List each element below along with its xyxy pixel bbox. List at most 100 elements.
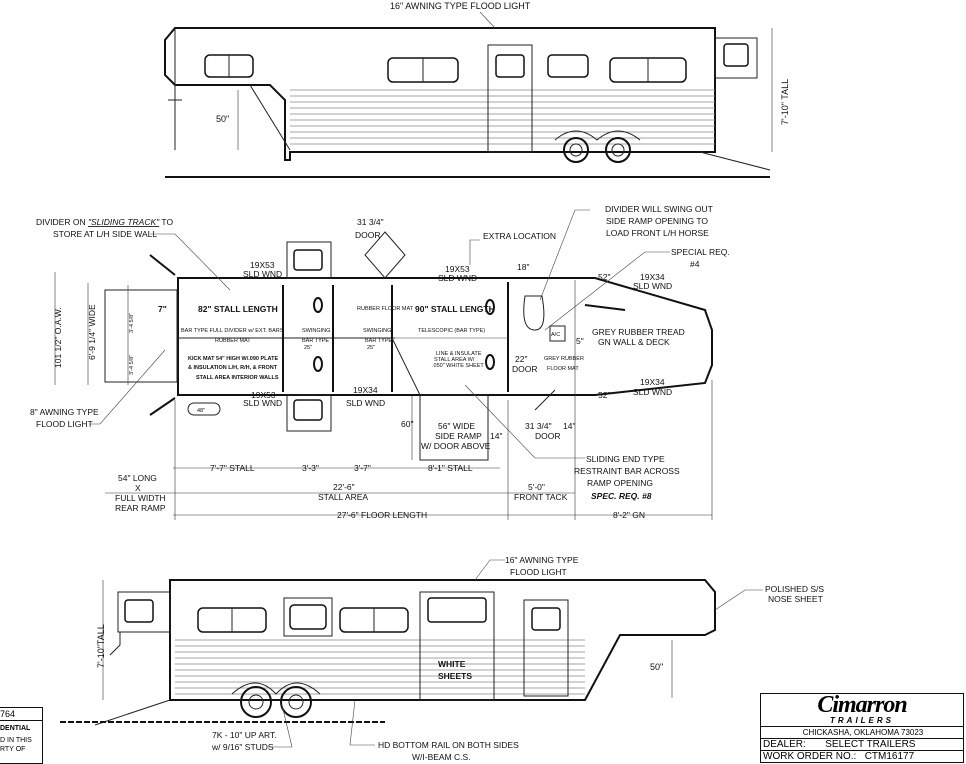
window-label: 19X53 bbox=[251, 390, 276, 400]
special-req-label: SPECIAL REQ. bbox=[671, 247, 730, 257]
dim-label: 60" bbox=[401, 419, 413, 429]
window-label: SLD WND bbox=[438, 273, 477, 283]
grey-mat-note: FLOOR MAT bbox=[547, 366, 579, 372]
insulate-note: STALL AREA W/ bbox=[434, 357, 475, 363]
dim-label: 18" bbox=[517, 262, 529, 272]
kick-mat-note: KICK MAT 54" HIGH W/.090 PLATE bbox=[188, 356, 278, 362]
nose-sheet-note: POLISHED S/S bbox=[765, 584, 824, 594]
swinging-label: SWINGING bbox=[363, 328, 391, 334]
wide-dim: 6'-9 1/4" WIDE bbox=[87, 304, 97, 360]
half-width-dim: 3'-4 5/8" bbox=[129, 355, 135, 375]
awning-note: FLOOD LIGHT bbox=[510, 567, 567, 577]
rubber-mat-label: RUBBER MAT bbox=[215, 338, 251, 344]
title-block: Cimarron TRAILERS CHICKASHA, OKLAHOMA 73… bbox=[760, 693, 964, 763]
confidential-note: RTY OF bbox=[0, 746, 26, 753]
awning-note: 16" AWNING TYPE bbox=[505, 555, 579, 565]
axle-note: 7K - 10" UP ART. bbox=[212, 730, 277, 740]
side-ramp-note: SIDE RAMP bbox=[435, 431, 482, 441]
plan-view: DIVIDER ON "SLIDING TRACK" TO STORE AT L… bbox=[30, 204, 730, 520]
rear-ramp-note: REAR RAMP bbox=[115, 503, 166, 513]
dim-label: 52" bbox=[598, 390, 610, 400]
dealer-value: SELECT TRAILERS bbox=[825, 739, 916, 750]
floor-length-dim: 27'-6" FLOOR LENGTH bbox=[337, 510, 427, 520]
oaw-dim: 101 1/2" O.A.W. bbox=[53, 307, 63, 368]
rail-note: W/I-BEAM C.S. bbox=[412, 752, 471, 762]
divider-label: BAR TYPE FULL DIVIDER w/ EXT. BARS bbox=[181, 328, 284, 334]
rear-ramp-note: FULL WIDTH bbox=[115, 493, 166, 503]
logo-subtext: TRAILERS bbox=[830, 716, 894, 725]
rear-ramp-note: X bbox=[135, 483, 141, 493]
dealer-row: DEALER: SELECT TRAILERS bbox=[761, 739, 963, 751]
door-label: DOOR bbox=[355, 230, 381, 240]
axle-note: w/ 9/16" STUDS bbox=[211, 742, 274, 752]
door-dim: 31 3/4" bbox=[525, 421, 552, 431]
bottom-elevation-view: WHITE SHEETS 7'-10"TALL 50" 16" AWNING T… bbox=[60, 555, 824, 762]
insulate-note: .050" WHITE SHEET bbox=[432, 363, 484, 369]
cimarron-logo: Cimarron TRAILERS bbox=[761, 694, 963, 727]
window-label: 19X53 bbox=[250, 260, 275, 270]
stall-dim: 8'-1" STALL bbox=[428, 463, 473, 473]
nose-sheet-note: NOSE SHEET bbox=[768, 594, 823, 604]
rail-note: HD BOTTOM RAIL ON BOTH SIDES bbox=[378, 740, 519, 750]
dim-label: 14" bbox=[490, 431, 502, 441]
window-label: 19X34 bbox=[640, 272, 665, 282]
grey-mat-note: GREY RUBBER bbox=[544, 356, 584, 362]
sliding-note: RAMP OPENING bbox=[587, 478, 653, 488]
stall-dim: 7'-7" STALL bbox=[210, 463, 255, 473]
awning-note: 8" AWNING TYPE bbox=[30, 407, 99, 417]
dim-label: 7" bbox=[158, 304, 167, 314]
divider-swing-note: LOAD FRONT L/H HORSE bbox=[606, 228, 709, 238]
window-label: 19X53 bbox=[445, 264, 470, 274]
swinging-label: SWINGING bbox=[302, 328, 330, 334]
door-label: DOOR bbox=[535, 431, 561, 441]
stall-length-label: 90" STALL LENGTH bbox=[415, 304, 495, 314]
kick-mat-note: & INSULATION L/H, R/H, & FRONT bbox=[188, 365, 278, 371]
spec-req-label: SPEC. REQ. #8 bbox=[591, 491, 652, 501]
door-dim: 22" bbox=[515, 354, 527, 364]
window-label: SLD WND bbox=[346, 398, 385, 408]
divider-swing-note: DIVIDER WILL SWING OUT bbox=[605, 204, 713, 214]
gn-dim: 8'-2" GN bbox=[613, 510, 645, 520]
dim-label: 3'-3" bbox=[302, 463, 319, 473]
ac-label: A/C bbox=[551, 332, 560, 338]
divider-note-2: STORE AT L/H SIDE WALL bbox=[53, 229, 157, 239]
rear-ramp-note: 54" LONG bbox=[118, 473, 157, 483]
dim-label: 5" bbox=[576, 336, 584, 346]
height-label: 7'-10"TALL bbox=[96, 624, 106, 668]
dim-label: 25" bbox=[367, 345, 375, 351]
divider-note: DIVIDER ON "SLIDING TRACK" TO bbox=[36, 217, 173, 227]
front-tack-label: FRONT TACK bbox=[514, 492, 568, 502]
kick-mat-note: STALL AREA INTERIOR WALLS bbox=[196, 375, 279, 381]
dim-label: 3'-7" bbox=[354, 463, 371, 473]
confidential-note: D IN THIS bbox=[0, 737, 32, 744]
window-label: SLD WND bbox=[633, 281, 672, 291]
window-label: SLD WND bbox=[243, 269, 282, 279]
stall-area-dim: 22'-6" bbox=[333, 482, 355, 492]
side-ramp-note: W/ DOOR ABOVE bbox=[421, 441, 491, 451]
bar-type-label: BAR TYPE bbox=[365, 338, 392, 344]
stall-area-label: STALL AREA bbox=[318, 492, 368, 502]
white-sheets-label: SHEETS bbox=[438, 671, 472, 681]
awning-light-label: 16" AWNING TYPE FLOOD LIGHT bbox=[390, 1, 531, 11]
insulate-note: LINE & INSULATE bbox=[436, 351, 482, 357]
height-label: 7'-10" TALL bbox=[780, 79, 790, 125]
left-title-block: 764 DENTIAL D IN THIS RTY OF bbox=[0, 707, 43, 764]
sliding-note: SLIDING END TYPE bbox=[586, 454, 665, 464]
stall-length-label: 82" STALL LENGTH bbox=[198, 304, 278, 314]
window-label: 19X34 bbox=[353, 385, 378, 395]
door-dim: 31 3/4" bbox=[357, 217, 384, 227]
work-order-value: CTM16177 bbox=[864, 751, 915, 762]
sliding-note: RESTRAINT BAR ACROSS bbox=[574, 466, 680, 476]
white-sheets-label: WHITE bbox=[438, 659, 466, 669]
front-tack-dim: 5'-0" bbox=[528, 482, 545, 492]
drawing-number: 764 bbox=[0, 708, 42, 721]
confidential-label: DENTIAL bbox=[0, 725, 31, 732]
grey-tread-note: GREY RUBBER TREAD bbox=[592, 327, 685, 337]
dim-label: 25" bbox=[304, 345, 312, 351]
window-label: SLD WND bbox=[243, 398, 282, 408]
work-order-row: WORK ORDER NO.: CTM16177 bbox=[761, 751, 963, 762]
rubber-mat-label: RUBBER FLOOR MAT bbox=[357, 306, 414, 312]
work-order-label: WORK ORDER NO.: bbox=[763, 751, 857, 762]
nose-height-label: 50" bbox=[650, 662, 663, 672]
